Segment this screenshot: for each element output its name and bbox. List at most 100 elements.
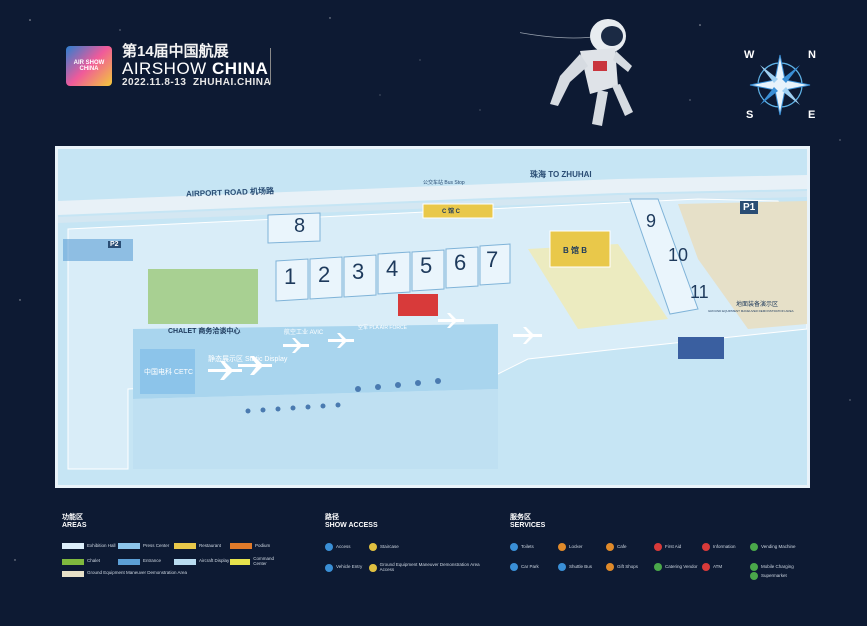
legend-access-item: Staircase	[369, 543, 489, 551]
hall-5-building	[411, 249, 445, 292]
legend-service-item: Gift Shops	[606, 563, 654, 571]
legend-service-item: Cafe	[606, 543, 654, 551]
chalet-label: CHALET 商务洽谈中心	[168, 328, 241, 335]
title-bold: CHINA	[211, 58, 269, 78]
legend-areas: 功能区 AREAS Exhibition Hall Press Center R…	[62, 512, 286, 577]
legend-services-title-cn: 服务区	[510, 514, 531, 521]
event-city: ZHUHAI.CHINA	[192, 76, 272, 88]
legend-service-item: ATM	[702, 563, 750, 571]
hall-11-label: 11	[690, 282, 709, 302]
legend-area-item: Chalet	[62, 557, 118, 567]
compass-rose: W N S E	[742, 47, 818, 123]
access-icon	[325, 543, 333, 551]
legend-service-item: Vending Machine	[750, 543, 798, 551]
vehicle-entry-icon	[325, 563, 333, 572]
compass-n-label: N	[808, 49, 816, 61]
legend-services: 服务区 SERVICES Toilets Locker Cafe First A…	[510, 512, 798, 580]
hall-c-label: C 馆 C	[442, 209, 461, 215]
p2-parking	[63, 239, 133, 261]
legend-area-item: Exhibition Hall	[62, 543, 118, 549]
legend-access-item: Access	[325, 543, 369, 551]
title-light: AIRSHOW	[122, 58, 207, 78]
hall-b-building	[549, 230, 611, 268]
swatch	[62, 543, 84, 549]
swatch	[118, 558, 140, 565]
to-zhuhai-label: 珠海 TO ZHUHAI	[530, 170, 592, 179]
hall-7-label: 7	[486, 247, 499, 272]
p2-label: P2	[108, 241, 121, 248]
compass-s-label: S	[746, 109, 754, 121]
air-force-label: 空军 PLA AIR FORCE	[358, 325, 407, 331]
legend-service-item: Locker	[558, 543, 606, 551]
hall-2-building	[309, 256, 343, 300]
hall-9-11-building	[629, 198, 699, 315]
hall-4-building	[377, 251, 411, 295]
legend-area-item: Podium	[230, 543, 286, 549]
ground-area-label-en: GROUND EQUIPMENT MANEUVER DEMONSTRATION …	[708, 309, 794, 313]
legend-service-item: Supermarket	[750, 572, 787, 580]
logo-text: AIR SHOW CHINA	[73, 60, 105, 73]
legend-access-item: Vehicle Entry	[325, 563, 369, 573]
legend-area-item: Restaurant	[174, 543, 230, 549]
hall-6-building	[445, 246, 479, 289]
staircase-icon	[369, 543, 377, 551]
legend-access: 路径 SHOW ACCESS Access Staircase Vehicle …	[325, 512, 489, 573]
bus-stop-label: 公交车站 Bus Stop	[423, 180, 465, 186]
legend-services-title-en: SERVICES	[510, 522, 546, 529]
hall-3-building	[343, 254, 377, 298]
podium-area	[398, 294, 438, 316]
hall-2-label: 2	[318, 262, 331, 287]
supermarket-icon	[750, 572, 758, 580]
event-date: 2022.11.8-13	[122, 76, 187, 88]
vending-machine-icon	[750, 543, 758, 551]
hall-9-label: 9	[646, 211, 657, 231]
astronaut-illustration	[520, 19, 633, 126]
p1-label: P1	[740, 201, 759, 214]
legend-areas-title-en: AREAS	[62, 522, 87, 529]
swatch	[174, 543, 196, 549]
cetc-label: 中国电科 CETC	[144, 369, 193, 376]
ground-access-icon	[369, 563, 377, 572]
hall-7-building	[479, 243, 511, 286]
locker-icon	[558, 543, 566, 551]
legend-service-item: Mobile Charging	[750, 563, 798, 571]
swatch	[62, 570, 84, 577]
cafe-icon	[606, 543, 614, 551]
compass-w-label: W	[744, 49, 755, 61]
swatch	[230, 543, 252, 549]
hall-8-building	[267, 212, 321, 244]
legend-area-item: Press Center	[118, 543, 174, 549]
mobile-charging-icon	[750, 563, 758, 571]
venue-map: AIRPORT ROAD 机场路 珠海 TO ZHUHAI 公交车站 Bus S…	[55, 146, 810, 488]
event-header: AIR SHOW CHINA 第14届中国航展 AIRSHOW CHINA 20…	[66, 44, 271, 88]
legend-service-item: Car Park	[510, 563, 558, 571]
hall-c-building	[422, 203, 494, 219]
ground-area-label: 地面装备演示区	[736, 302, 779, 308]
edition-title: 第14届中国航展	[122, 43, 229, 60]
legend-service-item: Catering Vendor	[654, 563, 702, 571]
hall-8-label: 8	[294, 215, 306, 237]
cetc-area	[140, 349, 195, 394]
hall-10-label: 10	[668, 245, 689, 265]
airshow-logo: AIR SHOW CHINA	[66, 46, 112, 87]
swatch	[174, 558, 196, 565]
swatch	[62, 558, 84, 565]
avic-label: 航空工业 AVIC	[284, 330, 324, 336]
shuttle-bus-icon	[558, 563, 566, 571]
hall-6-label: 6	[454, 250, 467, 275]
legend-service-item: Toilets	[510, 543, 558, 551]
static-display-label: 静态展示区 Static Display	[208, 356, 288, 363]
legend-service-item: First Aid	[654, 543, 702, 551]
hall-5-label: 5	[420, 253, 433, 278]
toilets-icon	[510, 543, 518, 551]
swatch	[118, 543, 140, 549]
legend-access-title-en: SHOW ACCESS	[325, 522, 378, 529]
compass-icon	[749, 54, 811, 116]
legend-areas-title-cn: 功能区	[62, 514, 83, 521]
legend-service-item: Information	[702, 543, 750, 551]
atm-icon	[702, 563, 710, 571]
legend-access-item: Ground Equipment Maneuver Demonstration …	[369, 562, 489, 573]
legend-area-item: Entrance	[118, 557, 174, 567]
first-aid-icon	[654, 543, 662, 551]
